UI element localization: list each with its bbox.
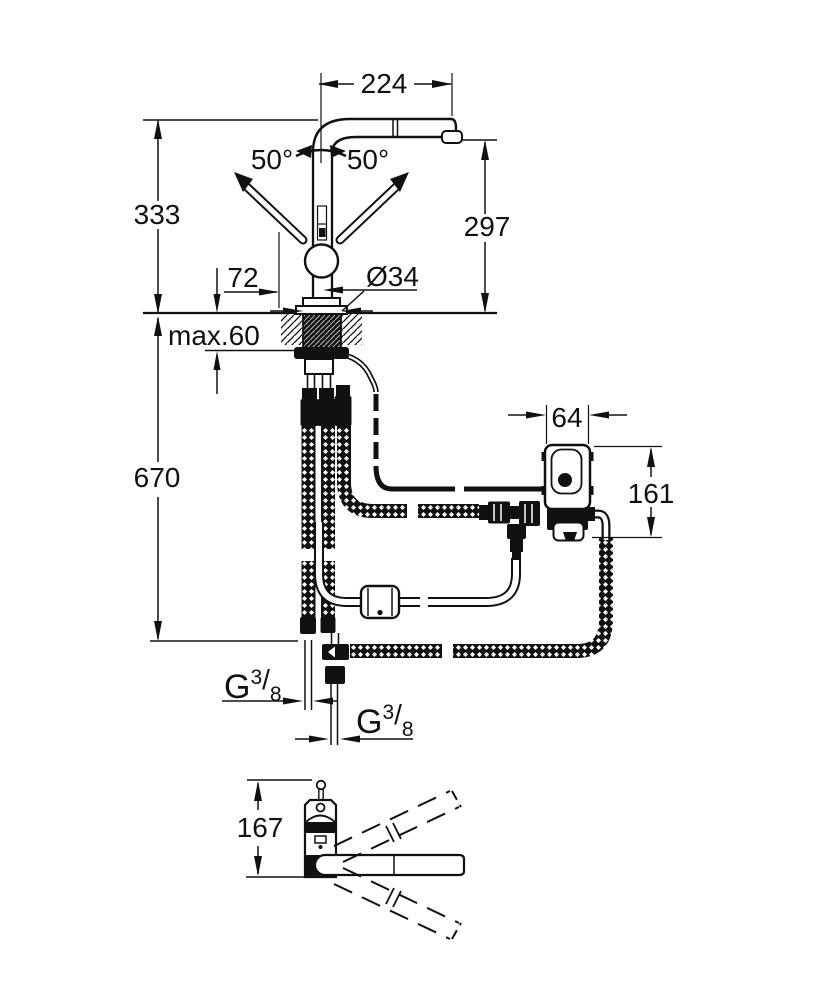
control-box-button — [558, 473, 572, 487]
side-view-pin — [315, 779, 327, 791]
break-marks-down — [385, 887, 402, 908]
inline-fitting — [479, 505, 488, 520]
mounting-base — [281, 297, 362, 426]
dim-hole-diameter: Ø34 — [366, 261, 419, 292]
dim-box-width: 64 — [551, 402, 582, 433]
valve-feed-hose — [337, 426, 407, 518]
body-dome-arc — [305, 814, 336, 823]
compression-nut — [319, 388, 334, 399]
dim-box-height: 161 — [628, 478, 675, 509]
faucet-body — [234, 117, 463, 299]
swivel-position-down — [333, 867, 462, 940]
return-hose-loop — [453, 537, 613, 658]
arc-arrowhead-left — [296, 145, 312, 158]
hose-end-fitting-right — [320, 617, 336, 633]
lever-shaft-detail — [316, 205, 328, 241]
body-dot — [318, 845, 323, 849]
compression-nut — [334, 396, 352, 426]
dim-side-view-height: 167 — [237, 812, 284, 843]
outlet-fitting — [585, 507, 595, 521]
shank-bottom-block — [304, 358, 334, 375]
hose-tails — [306, 374, 332, 389]
dim-angle-right: 50° — [347, 144, 389, 175]
dim-outlet-height: 297 — [464, 211, 511, 242]
lever-arrowhead-left — [234, 172, 253, 192]
mounting-tab — [541, 486, 546, 495]
tee-arrow-detail — [328, 646, 335, 658]
spray-head-joint — [392, 119, 399, 137]
body-screw — [315, 802, 326, 813]
dim-thread-left: G3/8 — [224, 664, 282, 706]
dim-angle-left: 50° — [251, 144, 293, 175]
spray-hose-plug-2 — [510, 539, 523, 552]
spray-hose-plug — [507, 524, 526, 539]
inline-fitting — [519, 501, 540, 526]
dim-max-deck-thickness: max.60 — [168, 320, 260, 351]
compression-nut — [300, 399, 319, 426]
inline-fitting — [510, 506, 519, 519]
lever-shaft-mark — [319, 228, 326, 237]
control-cable — [333, 350, 546, 492]
spray-hose-plug-3 — [512, 551, 521, 560]
spray-hose-outline — [314, 522, 521, 607]
dimensions: 224 50° 50° 333 297 72 Ø34 max.60 670 — [134, 68, 675, 878]
compression-nut — [336, 385, 350, 396]
lever-ball-joint — [303, 243, 340, 279]
outlet-elbow-inner — [595, 511, 609, 540]
inline-fitting — [488, 501, 510, 524]
compression-nut — [302, 388, 317, 399]
mounting-nut — [294, 347, 349, 359]
hose-weight-screw — [377, 609, 383, 616]
dim-spout-reach: 224 — [361, 68, 408, 99]
valve-mark — [563, 532, 577, 541]
hose-break-gap — [299, 549, 318, 561]
lever-tilted-left-inner — [244, 184, 306, 243]
dim-lever-offset: 72 — [227, 262, 258, 293]
lever-tilted-right-inner — [337, 184, 399, 243]
pin-stem — [318, 789, 324, 801]
swivel-range-view — [303, 779, 466, 940]
dim-height-above-deck: 333 — [134, 199, 181, 230]
arc-arrowhead-right — [330, 145, 346, 158]
cable-corner — [373, 465, 393, 492]
lever-arrowhead-right — [390, 172, 409, 192]
mounting-tab — [541, 452, 546, 461]
control-box — [541, 443, 611, 542]
counter-hatch-left — [281, 314, 302, 345]
aerator — [441, 130, 463, 144]
counter-hatch-right — [341, 314, 362, 345]
fitting-detail — [524, 504, 533, 523]
compression-nut — [317, 399, 336, 426]
connection-tail-left — [304, 640, 313, 710]
connection-tail-right — [330, 684, 339, 745]
dim-hose-drop: 670 — [134, 462, 181, 493]
hose-end-fitting-left — [300, 617, 316, 634]
break-marks-up — [385, 822, 402, 843]
body-detail — [314, 835, 327, 844]
fitting-detail — [493, 504, 502, 521]
tee-fitting — [322, 644, 349, 660]
hose-weight — [359, 584, 401, 620]
mounting-tab — [589, 486, 594, 495]
spout — [311, 117, 458, 153]
body-band — [306, 822, 335, 833]
tee-stub — [330, 633, 340, 645]
swivel-position-up — [333, 790, 462, 863]
side-view-spout — [313, 853, 466, 877]
hose-fittings — [300, 501, 540, 745]
mounting-tab — [589, 452, 594, 461]
dim-thread-right: G3/8 — [356, 699, 414, 741]
spray-hose-inner — [316, 522, 519, 605]
threaded-shank — [302, 313, 342, 349]
spray-hose-loop — [314, 522, 521, 620]
check-valve — [325, 666, 345, 684]
control-box-cover — [550, 448, 583, 495]
escutcheon-plate — [295, 305, 348, 315]
